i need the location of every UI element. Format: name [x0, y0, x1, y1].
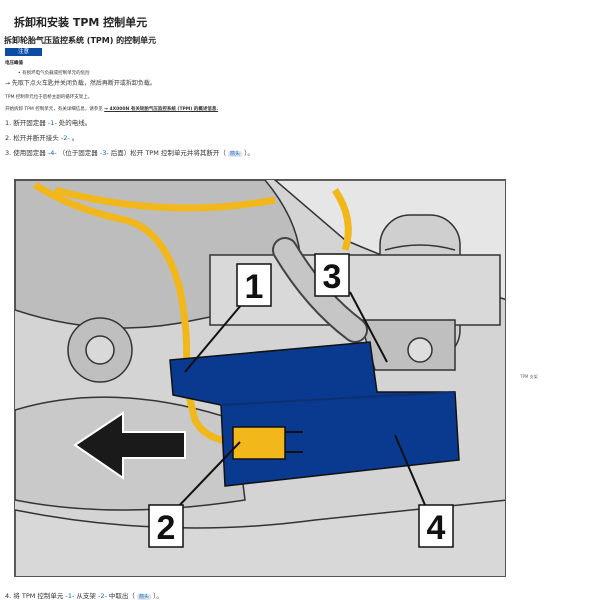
- callout-4: 4: [427, 509, 446, 547]
- section-subtitle: 拆卸轮胎气压监控系统 (TPM) 的控制单元: [4, 36, 157, 45]
- warning-bullet: • 有损坏电气负载或控制单元的危险: [18, 71, 90, 76]
- callout-3: 3: [323, 258, 342, 296]
- step-number: 4.: [5, 592, 12, 600]
- step-text: ）。: [244, 149, 254, 157]
- ref-link[interactable]: -3-: [99, 149, 109, 157]
- figure-side-label: TPM 支架: [520, 374, 538, 379]
- ref-link[interactable]: -1-: [47, 119, 57, 127]
- step-text: 。: [71, 134, 79, 142]
- step-text: 使用固定器: [13, 149, 46, 157]
- page-title: 拆卸和安装 TPM 控制单元: [14, 16, 148, 29]
- step-text: 将 TPM 控制单元: [13, 592, 64, 600]
- info-note-2: 开始拆卸 TPM 控制单元，有关详细信息，请参见 → 4X000N 有关轮胎气压…: [5, 106, 218, 112]
- caution-badge: 注意: [5, 48, 42, 56]
- arrow-pill[interactable]: 箭头: [136, 594, 151, 600]
- step-4: 4. 将 TPM 控制单元 -1- 从支架 -2- 中取出（ 箭头 ）。: [5, 590, 163, 600]
- step-text: 中取出（: [108, 592, 135, 600]
- step-1: 1. 断开固定器 -1- 处的电线。: [5, 117, 91, 127]
- info-note-1: TPM 控制单元位于后桥主副的循环支架上。: [5, 95, 93, 100]
- step-text: 后面）松开 TPM 控制单元并将其断开（: [110, 149, 226, 157]
- warning-bullet-text: 有损坏电气负载或控制单元的危险: [22, 71, 90, 76]
- ref-link[interactable]: -2-: [60, 134, 70, 142]
- step-number: 2.: [5, 134, 12, 142]
- ref-link[interactable]: -2-: [97, 592, 107, 600]
- step-2: 2. 松开并断开接头 -2- 。: [5, 132, 78, 142]
- arrow-note: → 先取下点火车匙并关闭负载，然后再断开或拆卸负载。: [5, 80, 156, 87]
- step-text: （位于固定器: [58, 149, 98, 157]
- ref-link[interactable]: -1-: [65, 592, 75, 600]
- step-text: ）。: [153, 592, 163, 600]
- step-number: 1.: [5, 119, 12, 127]
- warning-heading: 电压峰值: [5, 61, 23, 66]
- tpm-figure: 1 2 3 4: [14, 179, 506, 577]
- step-text: 处的电线。: [58, 119, 92, 127]
- ref-link[interactable]: -4-: [47, 149, 57, 157]
- figure-drawing: 1 2 3 4: [15, 180, 505, 576]
- step-text: 断开固定器: [13, 119, 46, 127]
- step-number: 3.: [5, 149, 12, 157]
- step-3: 3. 使用固定器 -4- （位于固定器 -3- 后面）松开 TPM 控制单元并将…: [5, 147, 254, 157]
- arrow-pill[interactable]: 箭头: [227, 151, 242, 157]
- overview-link[interactable]: → 4X000N 有关轮胎气压监控系统 (TPM) 的概述信息.: [104, 107, 219, 112]
- callout-1: 1: [245, 268, 264, 306]
- step-text: 松开并断开接头: [13, 134, 59, 142]
- info-note-2-text: 开始拆卸 TPM 控制单元，有关详细信息，请参见: [5, 107, 103, 112]
- callout-2: 2: [157, 509, 176, 547]
- step-text: 从支架: [76, 592, 96, 600]
